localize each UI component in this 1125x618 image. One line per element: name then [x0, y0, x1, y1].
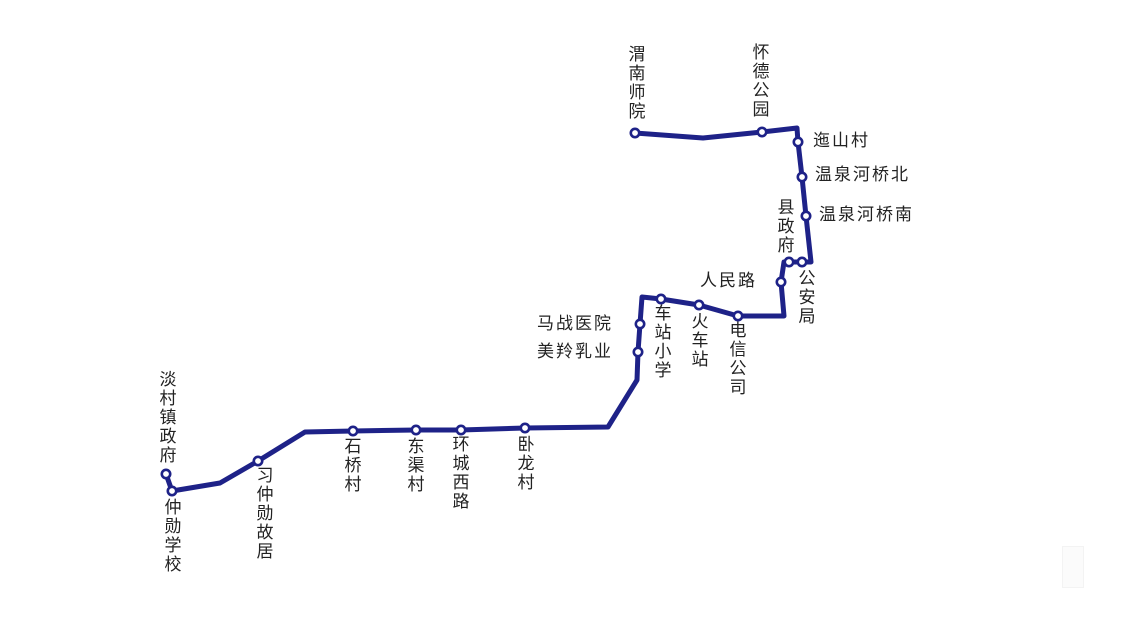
stop-label: 怀德公园: [752, 43, 770, 120]
stop-label: 人民路: [700, 271, 757, 291]
stop-marker-s5[interactable]: [410, 424, 422, 436]
stop-marker-s4[interactable]: [347, 425, 359, 437]
stop-marker-s6[interactable]: [455, 424, 467, 436]
stop-label: 公安局: [798, 269, 816, 327]
stop-marker-s2[interactable]: [166, 485, 178, 497]
stop-marker-s19[interactable]: [756, 126, 768, 138]
stop-marker-s11[interactable]: [693, 299, 705, 311]
stop-marker-s13[interactable]: [775, 276, 787, 288]
stop-label: 迤山村: [813, 131, 870, 151]
stop-marker-s8[interactable]: [632, 346, 644, 358]
stop-label: 东渠村: [407, 437, 425, 495]
stop-marker-s10[interactable]: [655, 293, 667, 305]
stop-label: 温泉河桥南: [819, 205, 914, 225]
stop-label: 石桥村: [344, 437, 362, 495]
stop-marker-s1[interactable]: [160, 468, 172, 480]
stop-label: 渭南师院: [628, 45, 646, 122]
stop-marker-s14[interactable]: [783, 256, 795, 268]
stop-marker-s12[interactable]: [732, 310, 744, 322]
stop-label: 县政府: [777, 198, 795, 256]
stop-label: 美羚乳业: [537, 342, 613, 362]
stop-label: 环城西路: [452, 435, 470, 512]
stop-marker-s3[interactable]: [252, 455, 264, 467]
stops-layer: [160, 126, 812, 497]
stop-label: 电信公司: [729, 321, 747, 398]
watermark-icon: [1062, 546, 1084, 588]
stop-label: 马战医院: [537, 314, 613, 334]
stop-marker-s15[interactable]: [796, 256, 808, 268]
stop-label: 仲勋学校: [164, 498, 182, 575]
stop-marker-s16[interactable]: [800, 210, 812, 222]
stop-marker-s20[interactable]: [629, 127, 641, 139]
bus-route-line: [163, 125, 814, 494]
stop-marker-s9[interactable]: [634, 318, 646, 330]
stop-label: 卧龙村: [517, 435, 535, 493]
stop-label: 习仲勋故居: [256, 466, 274, 562]
stop-marker-s17[interactable]: [796, 171, 808, 183]
stop-label: 温泉河桥北: [815, 165, 910, 185]
stop-label: 火车站: [691, 312, 709, 370]
stop-marker-s18[interactable]: [792, 136, 804, 148]
stop-label: 车站小学: [654, 304, 672, 381]
stop-label: 淡村镇政府: [159, 370, 177, 466]
stop-marker-s7[interactable]: [519, 422, 531, 434]
